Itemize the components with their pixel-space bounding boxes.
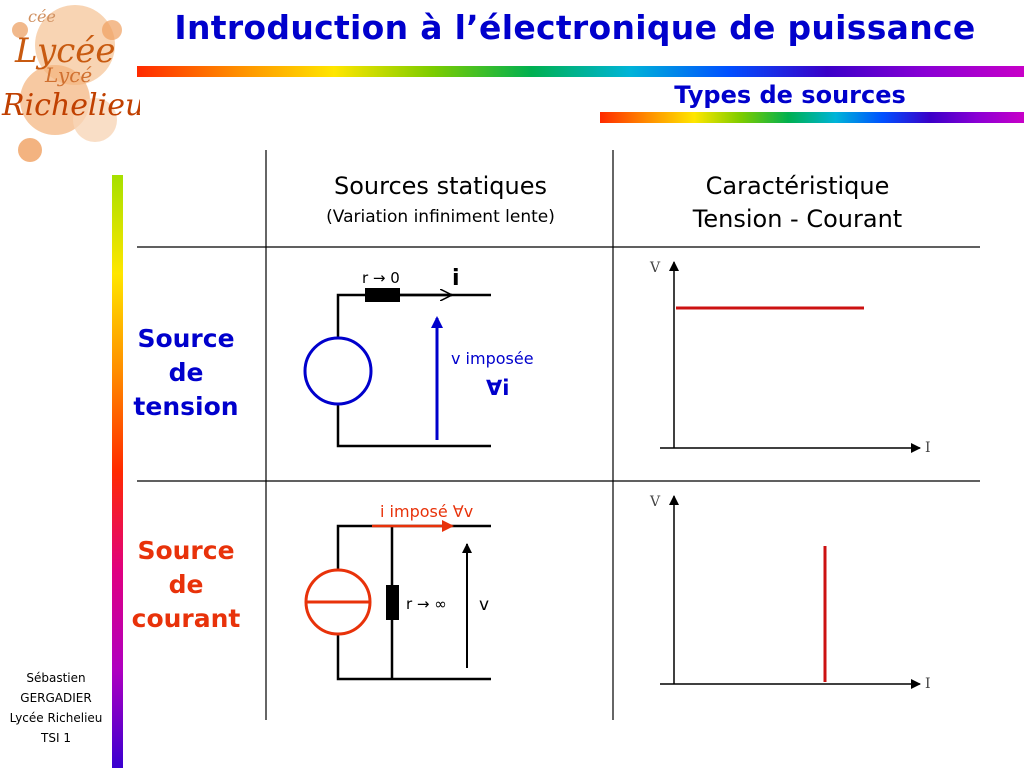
author-footer: Sébastien GERGADIER Lycée Richelieu TSI … (0, 668, 112, 748)
voltage-label-v: v (479, 595, 489, 615)
column-subheader-variation: (Variation infiniment lente) (326, 207, 555, 227)
column-header-line1: Caractéristique (705, 172, 890, 200)
footer-line3: Lycée Richelieu (9, 711, 103, 725)
current-characteristic-graph: V I (649, 494, 931, 692)
rainbow-divider-top (137, 66, 1024, 77)
slide-subtitle: Types de sources (674, 81, 906, 109)
column-header-static-sources: Sources statiques (334, 172, 547, 200)
resistor-label-high: r → ∞ (406, 595, 447, 613)
svg-text:Lycé: Lycé (44, 63, 92, 87)
row-label-line2: de (168, 570, 204, 599)
footer-line4: TSI 1 (41, 731, 71, 745)
resistor-high (386, 585, 399, 620)
row-label-line1: Source (137, 536, 235, 565)
resistor-label-low: r → 0 (362, 269, 400, 287)
row-label-current-source: Source de courant (121, 534, 251, 636)
forall-i-label: ∀i (486, 376, 509, 400)
graph1-y-label: V (649, 260, 661, 276)
voltage-source-symbol (303, 336, 373, 406)
footer-line1: Sébastien (26, 671, 86, 685)
footer-line2: GERGADIER (20, 691, 92, 705)
row-label-line3: courant (131, 604, 241, 633)
lycee-richelieu-logo: cée Lycée Lycé Richelieu (1, 5, 140, 162)
graph2-x-label: I (925, 676, 931, 692)
row-label-line1: Source (137, 324, 235, 353)
current-imposed-label: i imposé ∀v (380, 502, 473, 521)
row-label-line2: de (168, 358, 204, 387)
row-label-voltage-source: Source de tension (121, 322, 251, 424)
svg-text:Richelieu: Richelieu (1, 88, 140, 123)
current-source-circuit: i imposé ∀v r → ∞ v (304, 502, 491, 681)
slide-title: Introduction à l’électronique de puissan… (174, 8, 976, 47)
svg-text:cée: cée (28, 7, 56, 26)
voltage-source-circuit: r → 0 i v imposée ∀i (303, 266, 534, 448)
current-label: i (452, 266, 460, 291)
row-label-line3: tension (133, 392, 239, 421)
voltage-imposed-label: v imposée (451, 349, 534, 368)
rainbow-divider-subtitle (600, 112, 1024, 123)
column-header-characteristic: Caractéristique Tension - Courant (615, 170, 980, 236)
rainbow-divider-left (112, 175, 123, 768)
column-header-line2: Tension - Courant (692, 205, 903, 233)
graph1-x-label: I (925, 440, 931, 456)
svg-text:Lycée: Lycée (14, 31, 115, 71)
resistor-low (365, 288, 400, 302)
voltage-characteristic-graph: V I (649, 260, 931, 456)
graph2-y-label: V (649, 494, 661, 510)
